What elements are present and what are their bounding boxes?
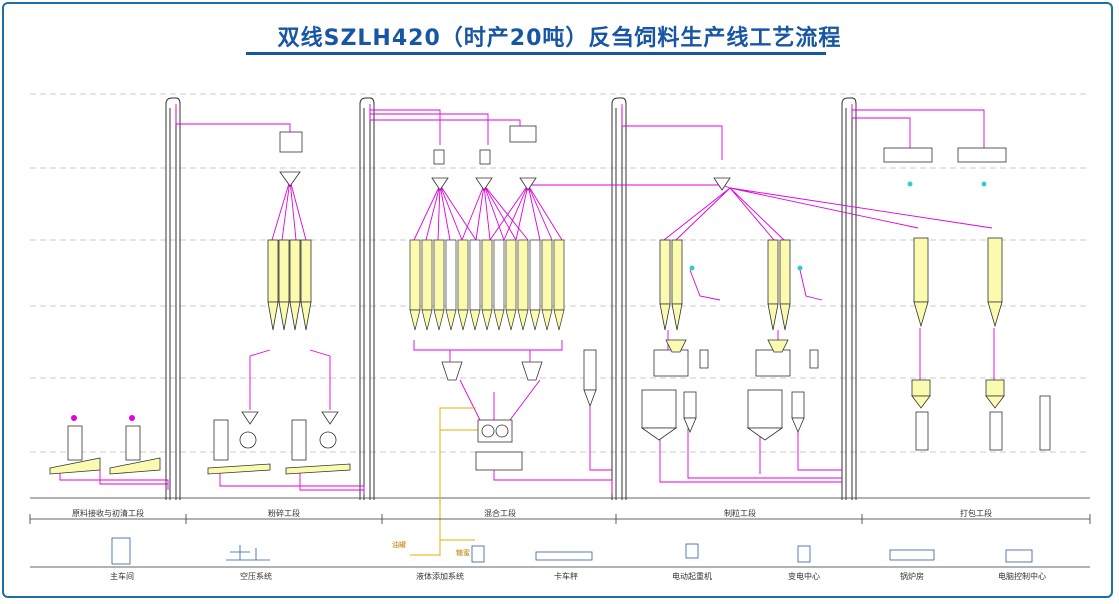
diagram-title: 双线SZLH420（时产20吨）反刍饲料生产线工艺流程 — [277, 26, 842, 51]
main-building-icon — [111, 537, 131, 565]
section-label-grinding: 粉碎工段 — [268, 509, 300, 518]
air-compressor-icon — [226, 545, 270, 561]
packing-equipment — [883, 147, 1051, 451]
utility-label-air-system: 空压系统 — [240, 572, 272, 581]
crane-icon — [685, 543, 699, 559]
section-label-packing: 打包工段 — [960, 509, 992, 518]
liquid-line — [410, 407, 478, 556]
section-label-receiving: 原料接收与初清工段 — [72, 509, 144, 518]
utility-label-main-building: 主车间 — [110, 572, 134, 581]
utility-label-truck-scale: 卡车秤 — [554, 572, 578, 581]
section-label-mixing: 混合工段 — [484, 509, 516, 518]
batching-bins — [409, 239, 565, 331]
molasses-label: 糖蜜 — [456, 549, 470, 557]
utility-icons — [111, 537, 1033, 565]
utility-label-control-center: 电脑控制中心 — [998, 572, 1046, 581]
bucket-elevators — [165, 97, 857, 500]
truck-scale-icon — [535, 551, 593, 561]
utility-label-crane: 电动起重机 — [672, 572, 712, 581]
receiving-equipment — [49, 415, 161, 475]
section-label-pelleting: 制粒工段 — [724, 509, 756, 518]
mixing-equipment — [431, 125, 597, 471]
oil-tank-label: 油罐 — [392, 541, 406, 549]
utility-label-boiler: 锅炉房 — [900, 572, 924, 581]
boiler-icon — [889, 549, 935, 561]
pelleting-equipment — [640, 177, 819, 441]
grinding-equipment — [207, 131, 351, 475]
liquid-tank-icon — [471, 545, 485, 563]
control-center-icon — [1005, 549, 1033, 563]
substation-icon — [797, 545, 811, 563]
utility-label-liquid-system: 液体添加系统 — [416, 572, 464, 581]
conveying-lines — [59, 104, 995, 494]
utility-label-substation: 变电中心 — [788, 572, 820, 581]
title-underline — [246, 52, 826, 55]
section-dividers — [29, 514, 1091, 568]
